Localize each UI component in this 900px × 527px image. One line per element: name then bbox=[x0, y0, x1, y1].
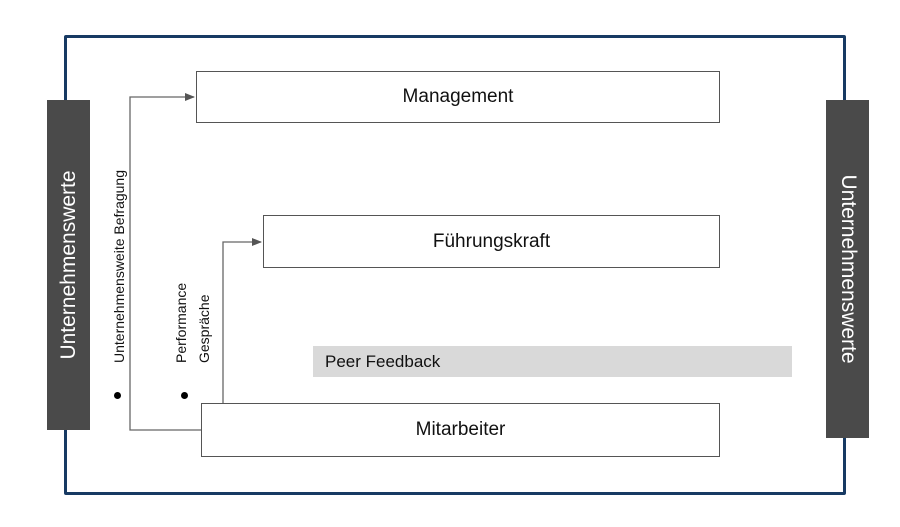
peer-feedback-label: Peer Feedback bbox=[325, 351, 441, 371]
management-label: Management bbox=[402, 86, 514, 107]
company-values-bar-left: Unternehmenswerte bbox=[47, 100, 90, 430]
bullet-dot-befragung bbox=[114, 392, 121, 399]
befragung-label: Unternehmensweite Befragung bbox=[111, 169, 127, 363]
performance-label: Performance bbox=[173, 282, 189, 363]
mitarbeiter-box: Mitarbeiter bbox=[201, 403, 720, 457]
peer-feedback-bar: Peer Feedback bbox=[313, 346, 792, 377]
company-values-bar-right: Unternehmenswerte bbox=[826, 100, 869, 438]
fuehrungskraft-label: Führungskraft bbox=[432, 230, 551, 252]
gespraeche-arrow bbox=[222, 238, 262, 403]
fuehrungskraft-box: Führungskraft bbox=[263, 215, 720, 268]
gespraeche-label: Gespräche bbox=[196, 294, 212, 363]
management-box: Management bbox=[196, 71, 720, 123]
befragung-arrow bbox=[129, 93, 201, 431]
bullet-dot-performance bbox=[181, 392, 188, 399]
mitarbeiter-label: Mitarbeiter bbox=[415, 419, 506, 440]
